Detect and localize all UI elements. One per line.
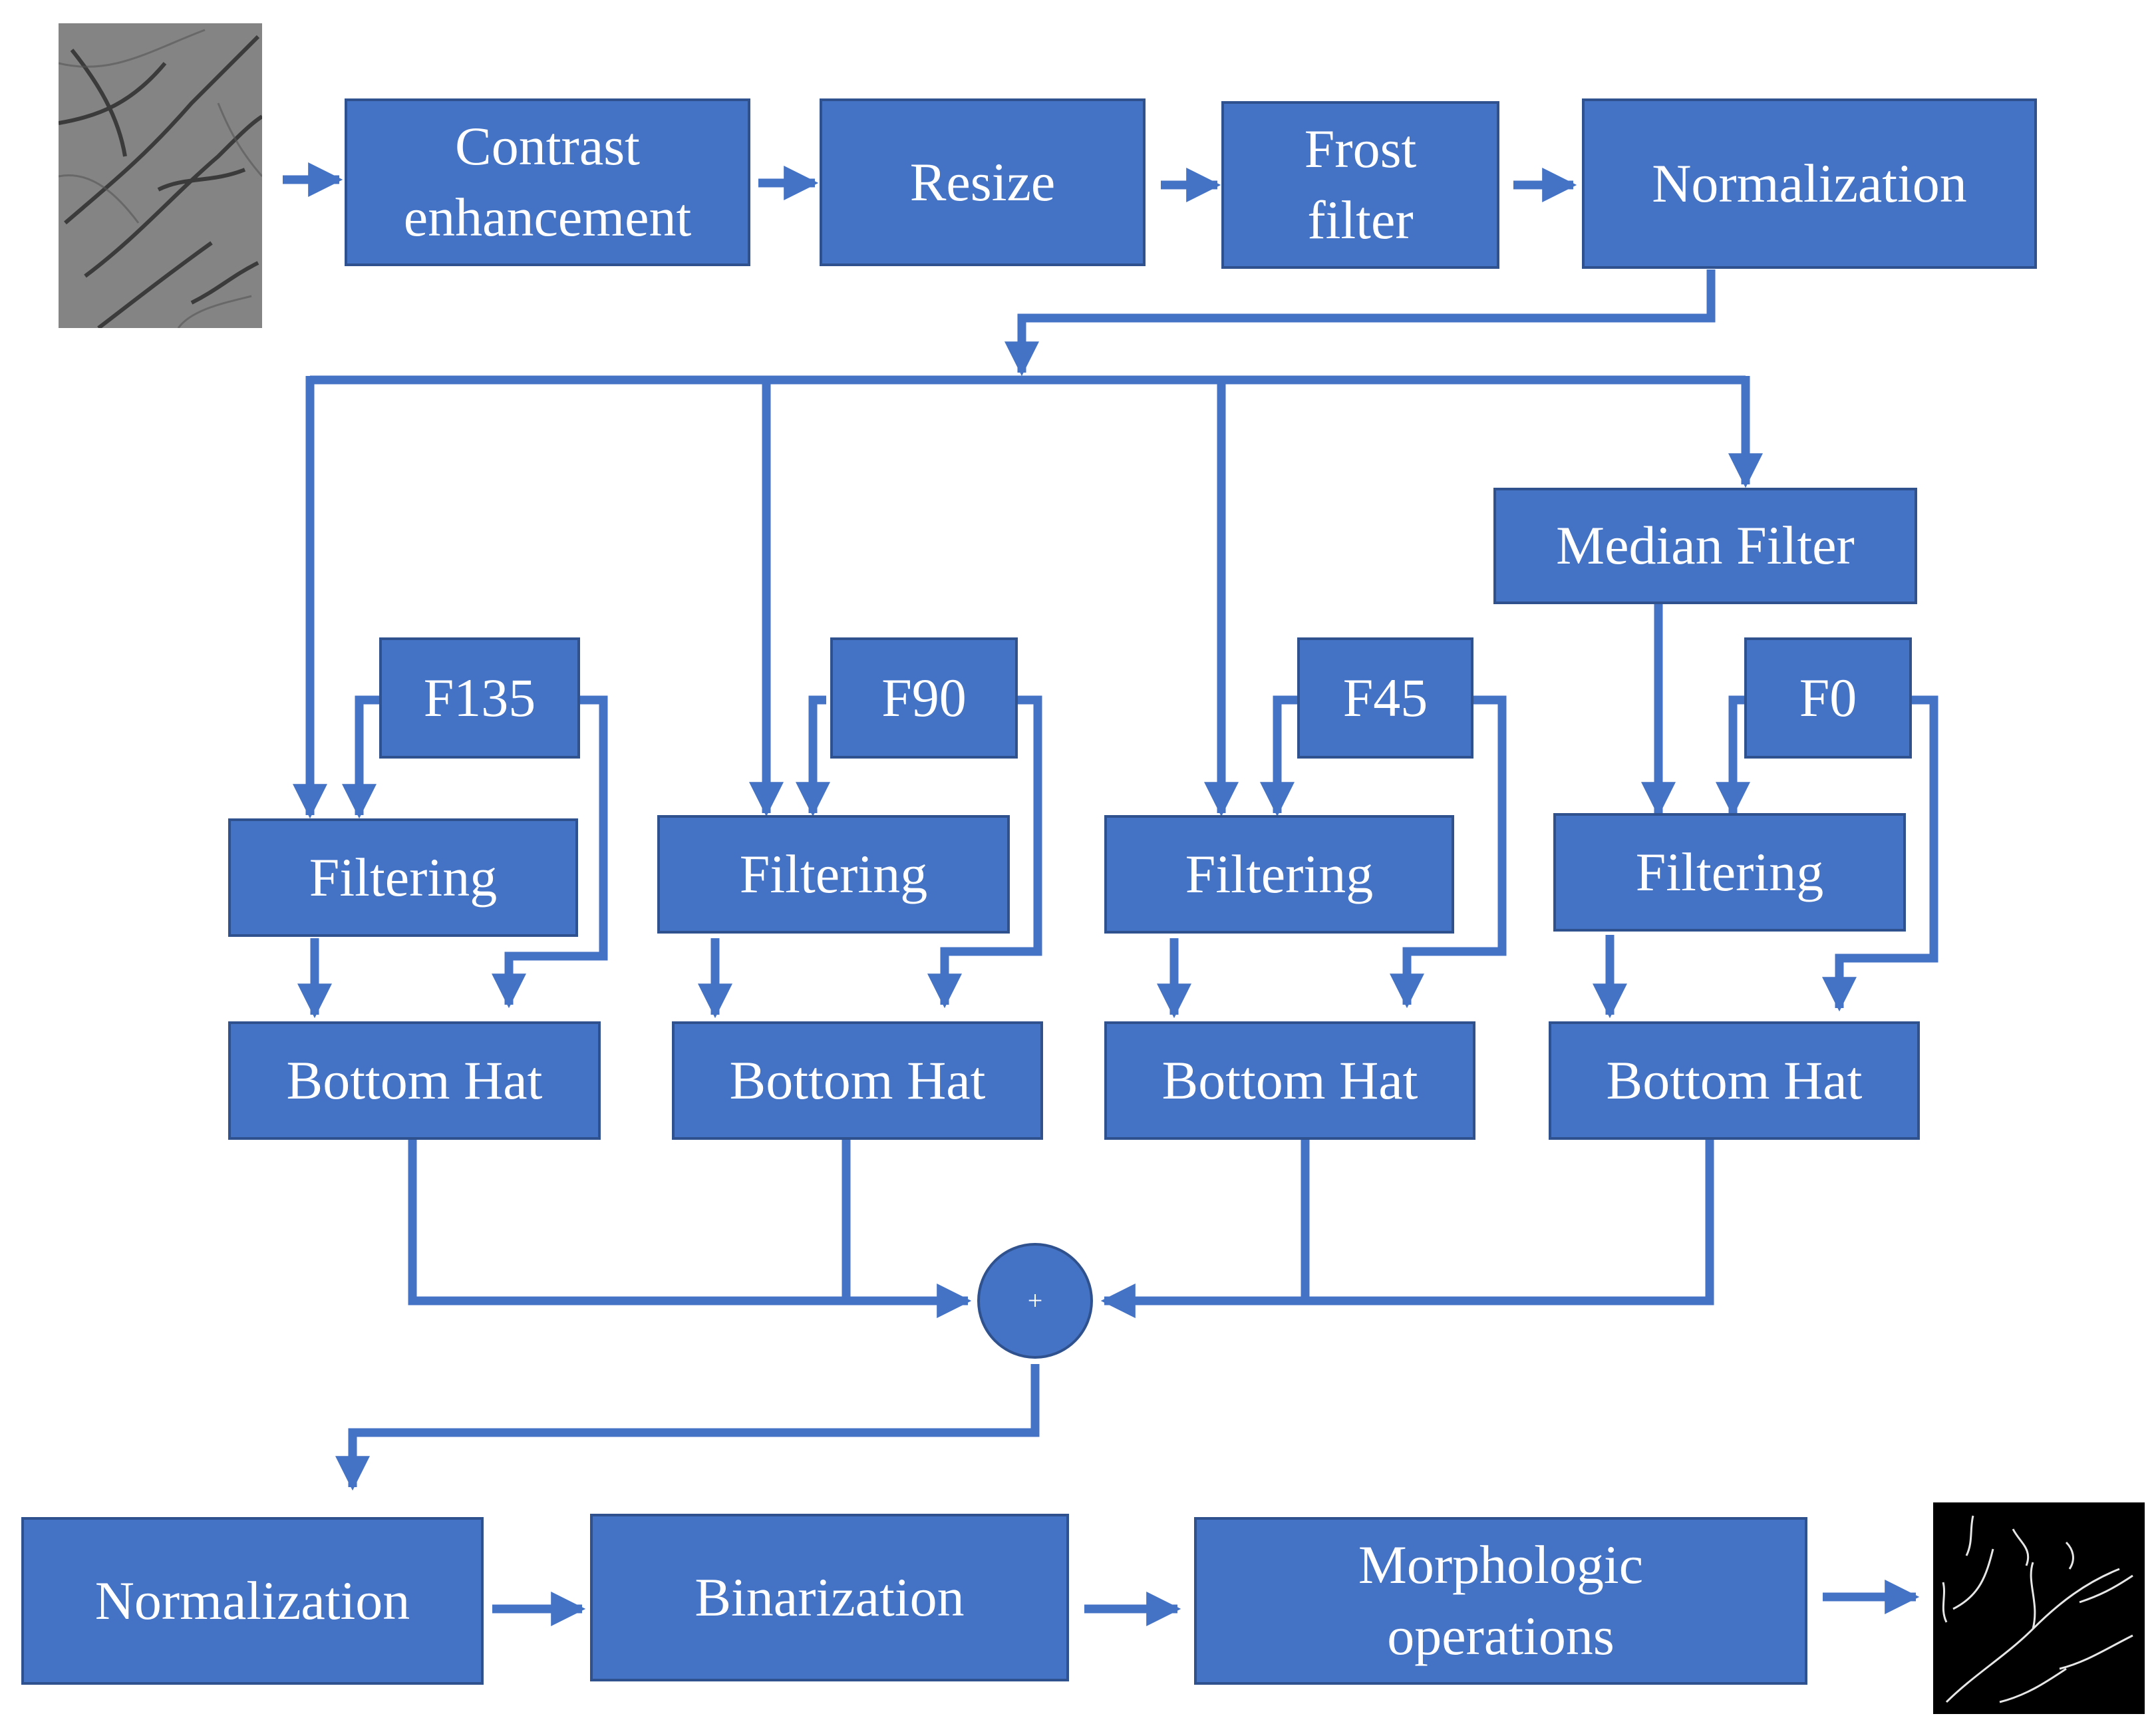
output-vein-image — [1933, 1502, 2145, 1714]
kernel-f90-label: F90 — [881, 667, 967, 728]
filtering-step-1: Filtering — [228, 818, 578, 937]
filtering-step-3: Filtering — [1104, 815, 1454, 934]
bottom-hat-1-label: Bottom Hat — [286, 1049, 543, 1111]
filtering-step-2: Filtering — [657, 815, 1010, 934]
normalization-bottom-step: Normalization — [21, 1517, 484, 1685]
contrast-enhancement-step: Contrast enhancement — [345, 98, 750, 266]
arrow-f45-to-bottomhat — [1390, 695, 1507, 1009]
arrow-f90-to-filtering — [796, 695, 830, 817]
binarization-step: Binarization — [590, 1514, 1069, 1681]
resize-label: Resize — [909, 151, 1056, 212]
kernel-f45-label: F45 — [1342, 667, 1428, 728]
morphologic-operations-label: Morphologic operations — [1358, 1534, 1644, 1666]
normalization-top-step: Normalization — [1582, 98, 2037, 269]
kernel-f0: F0 — [1744, 637, 1912, 759]
bottom-hat-2-label: Bottom Hat — [729, 1049, 986, 1111]
frost-filter-label: Frost filter — [1304, 118, 1417, 250]
bottom-hat-step-2: Bottom Hat — [672, 1021, 1043, 1140]
kernel-f45: F45 — [1297, 637, 1473, 759]
filtering-1-label: Filtering — [309, 846, 498, 908]
bottom-hat-3-label: Bottom Hat — [1161, 1049, 1418, 1111]
input-vein-image — [59, 23, 262, 328]
kernel-f135-label: F135 — [423, 667, 536, 728]
filtering-2-label: Filtering — [739, 843, 928, 904]
arrow-f45-to-filtering — [1260, 695, 1297, 817]
filtering-3-label: Filtering — [1185, 843, 1374, 904]
sum-node-label: + — [1028, 1286, 1043, 1315]
kernel-f135: F135 — [379, 637, 580, 759]
frost-filter-step: Frost filter — [1221, 101, 1499, 269]
morphologic-operations-step: Morphologic operations — [1194, 1517, 1807, 1685]
arrow-f90-to-bottomhat — [927, 695, 1042, 1009]
bottom-hat-4-label: Bottom Hat — [1606, 1049, 1863, 1111]
arrow-f135-to-bottomhat — [492, 695, 608, 1009]
kernel-f90: F90 — [830, 637, 1018, 759]
arrow-f0-to-filtering — [1716, 695, 1750, 817]
bottom-hat-step-1: Bottom Hat — [228, 1021, 601, 1140]
arrow-sum-to-normalization — [335, 1364, 1040, 1491]
median-filter-label: Median Filter — [1556, 515, 1855, 576]
arrow-bottomhats-left-to-sum — [408, 1139, 972, 1318]
filtering-4-label: Filtering — [1635, 841, 1824, 902]
arrow-normalization-down — [1004, 269, 1716, 377]
kernel-f0-label: F0 — [1799, 667, 1857, 728]
filtering-step-4: Filtering — [1553, 813, 1906, 932]
bottom-hat-step-3: Bottom Hat — [1104, 1021, 1475, 1140]
contrast-enhancement-label: Contrast enhancement — [403, 116, 692, 248]
arrow-f135-to-filtering — [342, 695, 379, 819]
sum-node — [977, 1243, 1093, 1359]
bottom-hat-step-4: Bottom Hat — [1549, 1021, 1920, 1140]
resize-step: Resize — [820, 98, 1146, 266]
median-filter-step: Median Filter — [1493, 488, 1917, 604]
arrow-f0-to-bottomhat — [1822, 695, 1938, 1012]
arrow-bottomhats-right-to-sum — [1100, 1139, 1714, 1318]
normalization-top-label: Normalization — [1652, 152, 1967, 214]
normalization-bottom-label: Normalization — [94, 1570, 410, 1631]
binarization-label: Binarization — [694, 1566, 965, 1628]
